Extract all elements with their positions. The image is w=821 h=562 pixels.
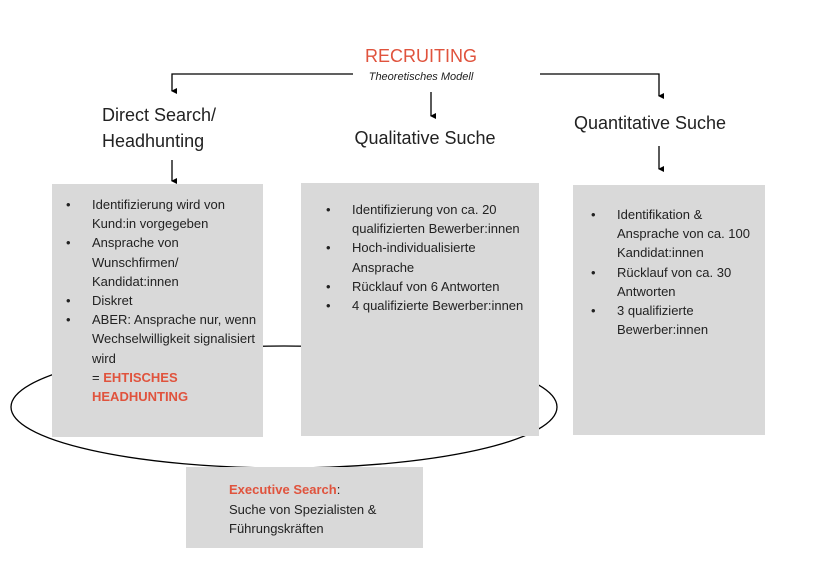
box-quantitative-search: Identifikation & Ansprache von ca. 100 K…: [573, 185, 765, 435]
heading-direct-search-line1: Direct Search/: [102, 105, 217, 125]
box-executive-search: Executive Search: Suche von Spezialisten…: [186, 467, 423, 548]
qualitative-search-list: Identifizierung von ca. 20 qualifizierte…: [312, 200, 532, 315]
list-item: 4 qualifizierte Bewerber:innen: [312, 296, 532, 315]
executive-search-colon: :: [336, 482, 341, 497]
heading-direct-search-line2: Headhunting: [102, 131, 205, 151]
direct-search-list: Identifizierung wird von Kund:in vorgege…: [52, 195, 257, 406]
box-qualitative-search: Identifizierung von ca. 20 qualifizierte…: [301, 183, 539, 436]
box-direct-search: Identifizierung wird von Kund:in vorgege…: [52, 184, 263, 437]
list-item: Diskret: [52, 291, 257, 310]
executive-search-label: Executive Search: [229, 482, 337, 497]
executive-search-line2: Führungskräften: [229, 521, 324, 536]
list-item: Identifizierung von ca. 20 qualifizierte…: [312, 200, 532, 238]
arrow-to-direct-search: [171, 73, 353, 94]
list-item: Ansprache von Wunschfirmen/ Kandidat:inn…: [52, 233, 257, 291]
quantitative-search-list: Identifikation & Ansprache von ca. 100 K…: [577, 205, 762, 339]
heading-qualitative-search: Qualitative Suche: [354, 128, 496, 148]
executive-search-text: Executive Search: Suche von Spezialisten…: [229, 480, 419, 539]
executive-search-title-line: Executive Search:: [229, 480, 419, 500]
arrow-to-quantitative: [540, 73, 664, 99]
ethical-headhunting-label: EHTISCHES HEADHUNTING: [92, 369, 189, 405]
list-item: Identifikation & Ansprache von ca. 100 K…: [577, 205, 762, 263]
list-item: ABER: Ansprache nur, wenn Wechselwilligk…: [52, 310, 257, 406]
list-item: 3 qualifizierte Bewerber:innen: [577, 301, 762, 339]
list-item: Rücklauf von ca. 30 Antworten: [577, 263, 762, 301]
heading-direct-search: Direct Search/ Headhunting: [102, 102, 272, 154]
diagram-title: RECRUITING: [365, 46, 477, 66]
list-item: Hoch-individualisierte Ansprache: [312, 238, 532, 276]
executive-search-line1: Suche von Spezialisten &: [229, 501, 377, 517]
list-item: Identifizierung wird von Kund:in vorgege…: [52, 195, 257, 233]
heading-quantitative-search: Quantitative Suche: [573, 113, 727, 133]
list-item-text: ABER: Ansprache nur, wenn Wechselwilligk…: [92, 312, 257, 366]
diagram-subtitle: Theoretisches Modell: [368, 71, 474, 83]
list-item: Rücklauf von 6 Antworten: [312, 277, 532, 296]
emphasis-prefix: =: [92, 369, 104, 385]
